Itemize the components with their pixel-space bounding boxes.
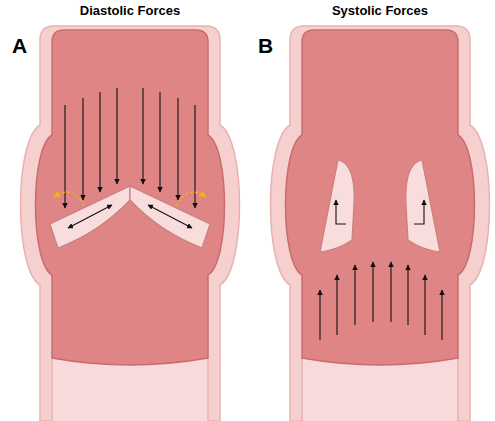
valve-leaflet bbox=[50, 186, 130, 248]
panel-letter: B bbox=[258, 34, 273, 57]
force-arrows bbox=[320, 200, 442, 340]
valve-leaflet bbox=[406, 160, 440, 252]
panel-letter: A bbox=[12, 34, 27, 57]
valve-leaflet bbox=[320, 160, 354, 252]
valve-leaflet bbox=[130, 186, 210, 248]
vessel-wall bbox=[21, 26, 240, 421]
panel-title: Systolic Forces bbox=[332, 4, 428, 18]
diastolic-panel bbox=[21, 26, 240, 421]
vortex-arrows bbox=[54, 192, 206, 206]
vessel-wall bbox=[271, 26, 490, 421]
systolic-panel bbox=[271, 26, 490, 421]
panel-title: Diastolic Forces bbox=[80, 4, 180, 18]
force-arrows bbox=[65, 88, 195, 228]
